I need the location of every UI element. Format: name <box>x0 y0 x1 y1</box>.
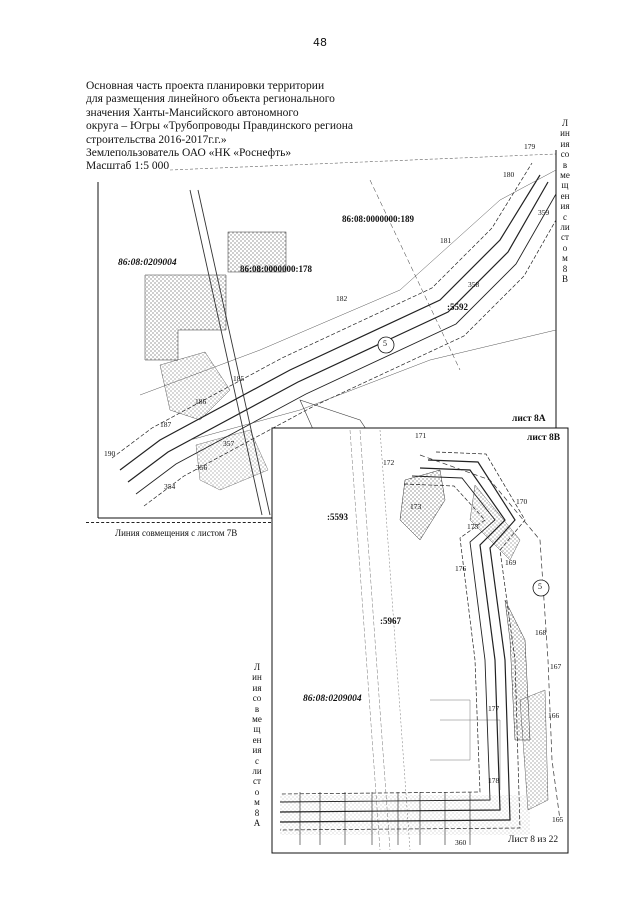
title-line: для размещения линейного объекта региона… <box>86 93 335 106</box>
map2-point: 177 <box>488 704 500 713</box>
map1-parcel-178: 86:08:0000000:178 <box>240 264 312 274</box>
map1-parcel-189: 86:08:0000000:189 <box>342 214 414 224</box>
map2-point: 166 <box>548 711 560 720</box>
map1-parcel-5592: :5592 <box>447 302 468 312</box>
map1-pipeline-marker-label: 5 <box>383 339 387 348</box>
map2-point: 176 <box>455 564 467 573</box>
map1-matchline <box>86 522 271 523</box>
map1-point: 356 <box>196 463 208 472</box>
map1-road <box>189 179 461 516</box>
map1-sheet-label: лист 8А <box>512 414 546 424</box>
scale-line: Масштаб 1:5 000 <box>86 160 170 173</box>
title-line: значения Ханты-Мансийского автономного <box>86 106 299 119</box>
map1-point: 354 <box>164 482 176 491</box>
map1-point: 359 <box>538 208 550 217</box>
map2-pipeline-marker-label: 5 <box>538 582 542 591</box>
map2-point: 165 <box>552 815 564 824</box>
map1-footer-caption: Линия совмещения с листом 7В <box>115 528 238 538</box>
map2-parcel-0209004: 86:08:0209004 <box>303 694 362 704</box>
map1-frame <box>97 150 557 519</box>
map2-sheet-label: лист 8В <box>527 433 561 443</box>
map2-point: 170 <box>516 497 528 506</box>
map2-pipeline-marker <box>532 579 550 597</box>
map1-parcel-0209004: 86:08:0209004 <box>118 258 177 268</box>
map2-point: 172 <box>383 458 395 467</box>
map2-point: 360 <box>455 838 467 847</box>
map1-point: 185 <box>233 374 245 383</box>
map2-parcel-5967: :5967 <box>380 616 401 626</box>
map1-point: 187 <box>160 420 172 429</box>
map2-background-lines <box>349 429 501 851</box>
title-block: Основная часть проекта планировки террит… <box>86 80 386 174</box>
title-line: строительства 2016-2017г.г.» <box>86 133 227 146</box>
map1-point: 186 <box>195 397 207 406</box>
page-number: 48 <box>313 36 327 49</box>
map2-point: 178 <box>488 776 500 785</box>
map1-pipeline-marker <box>377 336 395 354</box>
map2-point: 171 <box>415 431 427 440</box>
map2-point: 175 <box>467 522 479 531</box>
land-user-line: Землепользователь ОАО «НК «Роснефть» <box>86 147 292 160</box>
map2-point: 168 <box>535 628 547 637</box>
map1-point: 180 <box>503 170 515 179</box>
map2-bottom-band <box>280 792 530 845</box>
map2-parcel-5593: :5593 <box>327 512 348 522</box>
map2-point: 169 <box>505 558 517 567</box>
map1-point: 190 <box>104 449 116 458</box>
map2-point: 167 <box>550 662 562 671</box>
map1-point: 179 <box>524 142 536 151</box>
map2-point: 173 <box>410 502 422 511</box>
map1-corridor <box>111 162 557 507</box>
map2-boundary <box>419 454 561 821</box>
map1-point: 181 <box>440 236 452 245</box>
map1-point: 182 <box>336 294 348 303</box>
title-line: Основная часть проекта планировки террит… <box>86 80 325 92</box>
map1-parcel-blocks <box>144 231 381 491</box>
title-line: округа – Югры «Трубопроводы Правдинского… <box>86 120 354 133</box>
footer-sheet-count: Лист 8 из 22 <box>508 835 559 845</box>
map1-point: 358 <box>468 280 480 289</box>
map1-point: 357 <box>223 439 235 448</box>
